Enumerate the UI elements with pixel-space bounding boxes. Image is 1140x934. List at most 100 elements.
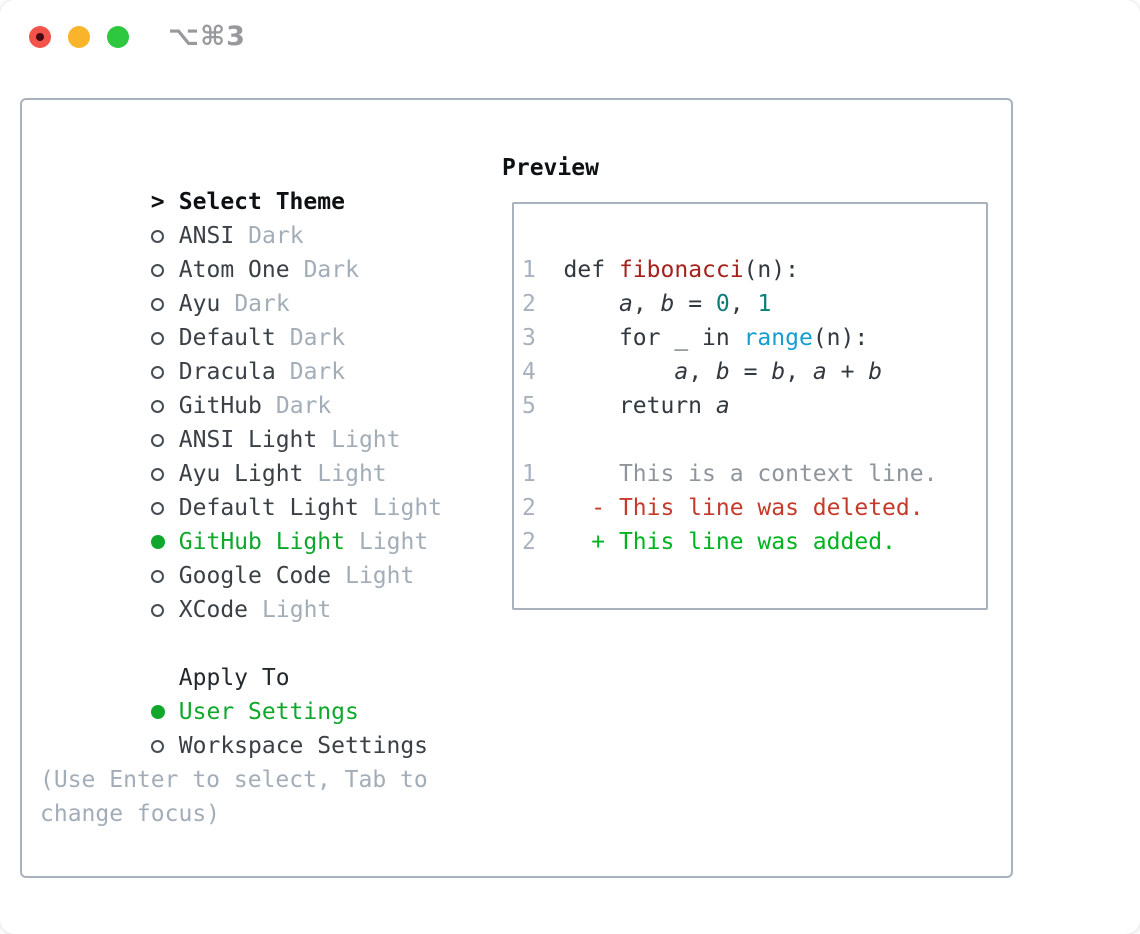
theme-name: Ayu Light [178, 461, 304, 487]
diff-deleted-line: 2 - This line was deleted. [522, 491, 937, 525]
code-token [536, 359, 674, 385]
theme-option-ansi-dark[interactable]: ANSI Dark [40, 185, 490, 249]
line-number: 2 [522, 495, 536, 521]
code-token: def [535, 257, 619, 283]
code-token: + [826, 359, 869, 385]
theme-name: ANSI [178, 223, 235, 249]
code-token: - This line was deleted. [535, 495, 924, 521]
theme-name: Default Light [178, 495, 359, 521]
title-bar: ⌥⌘3 [0, 0, 1140, 75]
theme-option-google-code-light[interactable]: Google Code Light [40, 525, 490, 589]
theme-name: GitHub [178, 393, 262, 419]
apply-option-label: User Settings [178, 699, 359, 725]
theme-name: Dracula [178, 359, 276, 385]
help-text-line1: (Use Enter to select, Tab to [40, 767, 428, 793]
radio-icon [150, 729, 179, 763]
code-token: b [715, 359, 730, 385]
theme-option-xcode-light[interactable]: XCode Light [40, 559, 490, 623]
line-number: 1 [522, 257, 536, 283]
preview-pane: 1 def fibonacci(n): 2 a, b = 0, 1 3 for … [512, 202, 988, 610]
line-number: 5 [522, 393, 536, 419]
theme-name: GitHub Light [178, 529, 345, 555]
page-title: Select Theme [178, 189, 345, 215]
radio-icon [150, 321, 179, 355]
code-line: 2 a, b = 0, 1 [522, 287, 937, 321]
theme-variant: Dark [234, 291, 290, 317]
theme-name: Default [178, 325, 276, 351]
code-token: 0 [715, 291, 730, 317]
theme-variant: Light [331, 427, 401, 453]
theme-variant: Dark [275, 393, 332, 419]
theme-option-default-dark[interactable]: Default Dark [40, 287, 490, 351]
theme-variant: Dark [248, 223, 304, 249]
code-token: return [535, 393, 716, 419]
radio-icon [150, 457, 179, 491]
code-token: 1 [757, 291, 772, 317]
theme-option-default-light[interactable]: Default Light Light [40, 457, 490, 521]
radio-icon [150, 287, 179, 321]
apply-option-user-settings[interactable]: User Settings [40, 661, 490, 725]
minimize-button[interactable] [68, 26, 90, 48]
line-number: 1 [522, 461, 536, 487]
theme-option-github-light[interactable]: GitHub Light Light [40, 491, 490, 555]
code-token [536, 291, 619, 317]
help-text-line2: change focus) [40, 801, 221, 827]
theme-variant: Light [317, 461, 387, 487]
apply-option-label: Workspace Settings [178, 733, 429, 759]
theme-name: Atom One [178, 257, 290, 283]
select-theme-header: >Select Theme [40, 151, 490, 215]
theme-option-atom-one-dark[interactable]: Atom One Dark [40, 219, 490, 283]
theme-name: Google Code [178, 563, 332, 589]
theme-option-github-dark[interactable]: GitHub Dark [40, 355, 490, 419]
code-token: b [771, 359, 786, 385]
code-line-blank [522, 423, 937, 457]
code-token: b [868, 359, 883, 385]
theme-variant: Light [345, 563, 415, 589]
radio-selected-icon [150, 525, 179, 559]
radio-icon [150, 593, 179, 627]
code-token: = [729, 359, 772, 385]
theme-option-ayu-dark[interactable]: Ayu Dark [40, 253, 490, 317]
radio-selected-icon [150, 695, 179, 729]
theme-option-ayu-light[interactable]: Ayu Light Light [40, 423, 490, 487]
apply-to-header: Apply To [40, 627, 490, 691]
code-token: b [660, 291, 675, 317]
window-title: ⌥⌘3 [168, 21, 246, 52]
radio-icon [150, 559, 179, 593]
code-token: , [785, 359, 813, 385]
line-number: 2 [522, 529, 536, 555]
apply-to-label: Apply To [178, 665, 290, 691]
theme-variant: Light [358, 529, 429, 555]
apply-option-workspace-settings[interactable]: Workspace Settings [40, 695, 490, 759]
close-button[interactable] [29, 26, 51, 48]
code-line: 1 def fibonacci(n): [522, 253, 937, 287]
code-line: 5 return a [522, 389, 937, 423]
diff-added-line: 2 + This line was added. [522, 525, 937, 559]
code-token: a [674, 359, 689, 385]
code-token: a [618, 291, 633, 317]
code-token: , [688, 359, 716, 385]
code-token: + This line was added. [535, 529, 896, 555]
code-token: (n): [743, 257, 799, 283]
theme-name: Ayu [178, 291, 221, 317]
radio-icon [150, 491, 179, 525]
theme-name: XCode [178, 597, 249, 623]
line-number: 3 [522, 325, 536, 351]
code-line: 4 a, b = b, a + b [522, 355, 937, 389]
code-token: (n): [812, 325, 869, 351]
radio-icon [150, 253, 179, 287]
code-preview: 1 def fibonacci(n): 2 a, b = 0, 1 3 for … [522, 253, 937, 559]
code-token: , [632, 291, 661, 317]
code-line: 3 for _ in range(n): [522, 321, 937, 355]
zoom-button[interactable] [107, 26, 129, 48]
code-token: , [729, 291, 758, 317]
code-token: fibonacci [618, 257, 744, 283]
code-token: This is a context line. [535, 461, 938, 487]
line-number: 2 [522, 291, 536, 317]
radio-icon [150, 355, 179, 389]
